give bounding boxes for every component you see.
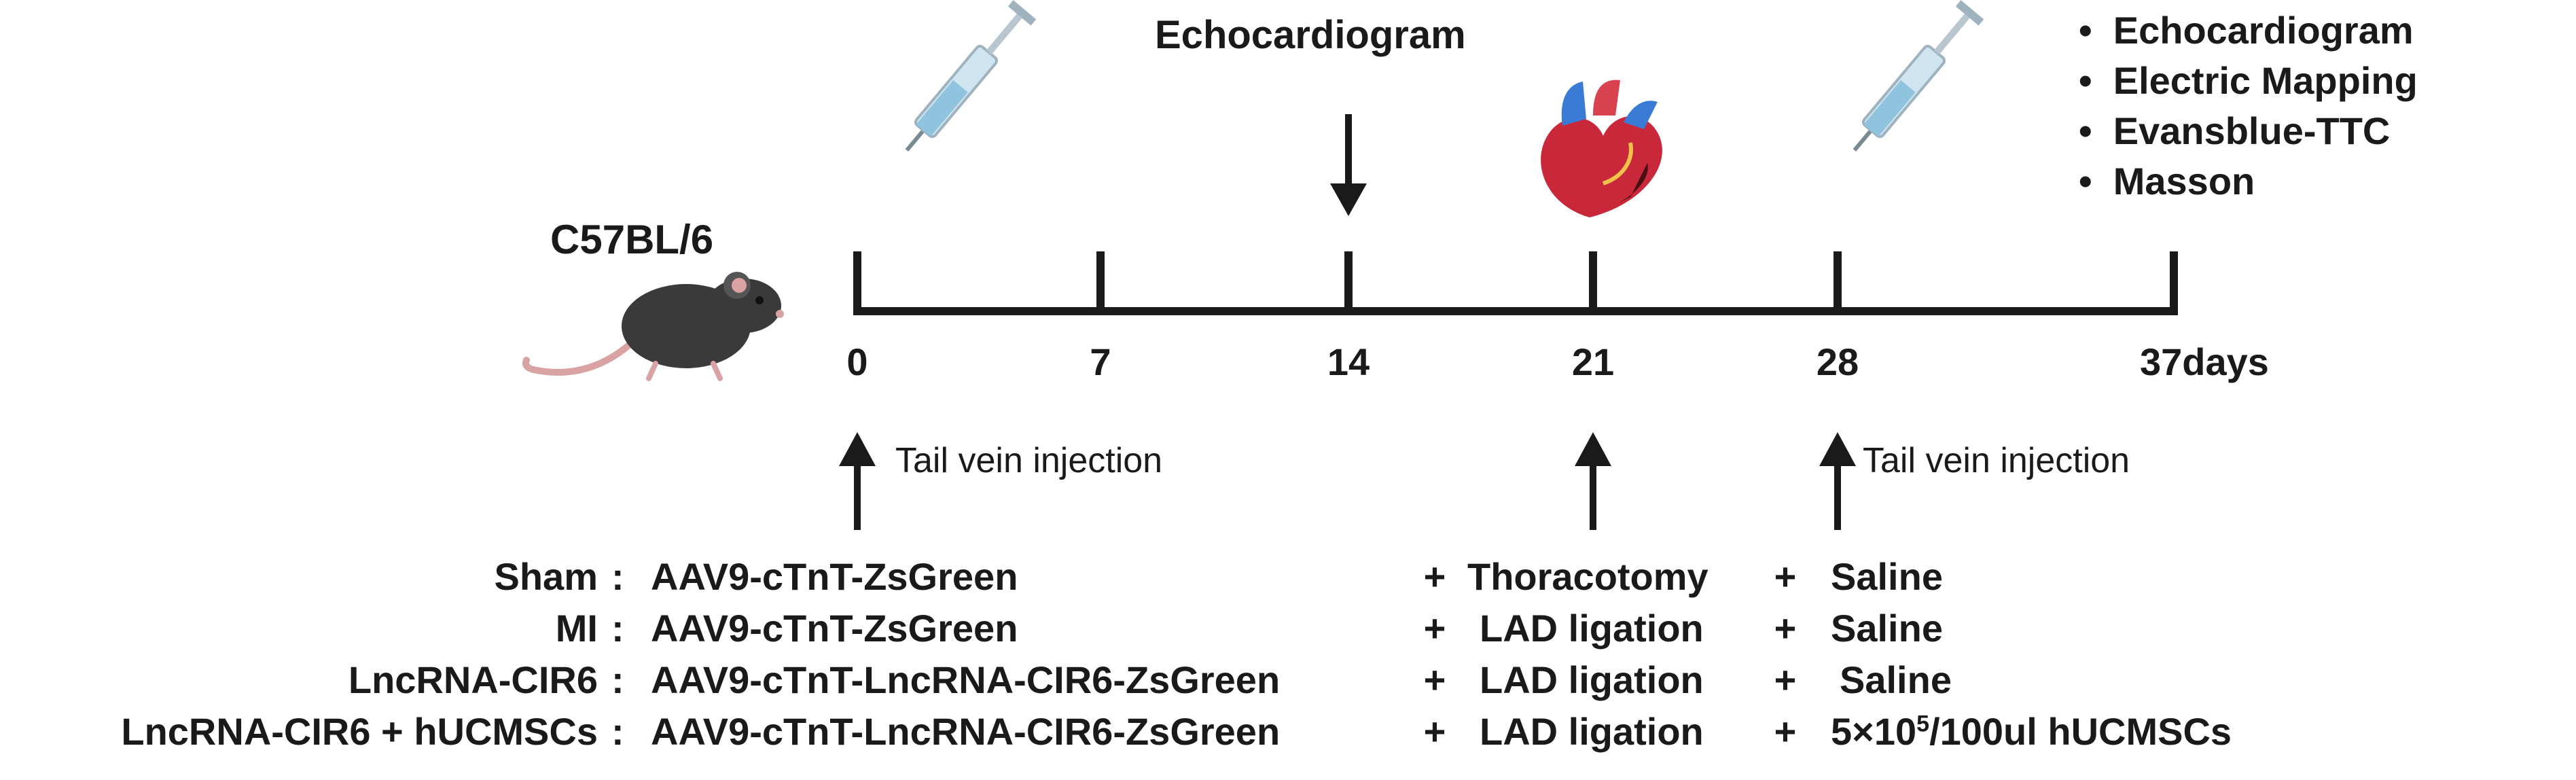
timeline-ticks	[853, 251, 2178, 315]
tick-label-21: 21	[1571, 340, 1615, 383]
group-aav: AAV9-cTnT-ZsGreen	[651, 555, 1018, 598]
plus-sign: +	[1774, 710, 1797, 753]
group-treatment: Saline	[1840, 658, 1952, 701]
injection-note-right: Tail vein injection	[1863, 441, 2130, 480]
plus-sign: +	[1423, 658, 1446, 701]
group-surgery: LAD ligation	[1480, 607, 1704, 650]
strain-label: C57BL/6	[550, 217, 714, 262]
plus-sign: +	[1774, 607, 1797, 650]
plus-sign: +	[1423, 607, 1446, 650]
group-colon: :	[611, 555, 624, 598]
down-arrow-icon	[1330, 114, 1367, 216]
group-name: Sham	[494, 555, 598, 598]
treatment-prefix: 5×10	[1831, 710, 1917, 753]
group-name: LncRNA-CIR6 + hUCMSCs	[121, 710, 598, 753]
bullet-icon: •	[2079, 59, 2113, 102]
tick-label-14: 14	[1327, 340, 1370, 383]
group-treatment: Saline	[1831, 607, 1943, 650]
bullet-icon: •	[2079, 160, 2113, 202]
mouse-icon	[522, 272, 784, 381]
bullet-icon: •	[2079, 109, 2113, 152]
bullet-icon: •	[2079, 9, 2113, 52]
plus-sign: +	[1423, 710, 1446, 753]
group-treatment: 5×105/100ul hUCMSCs	[1831, 709, 2232, 754]
group-aav: AAV9-cTnT-LncRNA-CIR6-ZsGreen	[651, 658, 1281, 701]
tick-label-7: 7	[1090, 340, 1111, 383]
group-name: LncRNA-CIR6	[348, 658, 598, 701]
tick-label-37days: 37days	[2140, 340, 2269, 383]
syringe-icon	[1853, 0, 1984, 152]
plus-sign: +	[1774, 658, 1797, 701]
group-surgery: LAD ligation	[1480, 710, 1704, 753]
group-aav: AAV9-cTnT-LncRNA-CIR6-ZsGreen	[651, 710, 1281, 753]
endpoint-item: • Evansblue-TTC	[2079, 109, 2391, 152]
endpoint-item: • Electric Mapping	[2079, 59, 2418, 102]
group-aav: AAV9-cTnT-ZsGreen	[651, 607, 1018, 650]
plus-sign: +	[1774, 555, 1797, 598]
group-colon: :	[611, 607, 624, 650]
plus-sign: +	[1423, 555, 1446, 598]
echocardiogram-label: Echocardiogram	[1155, 13, 1466, 57]
up-arrow-icon	[839, 432, 876, 530]
tick-label-28: 28	[1816, 340, 1859, 383]
injection-note-left: Tail vein injection	[895, 441, 1163, 480]
group-surgery: LAD ligation	[1480, 658, 1704, 701]
up-arrow-icon	[1575, 432, 1611, 530]
heart-icon	[1541, 79, 1662, 217]
endpoint-list: • Echocardiogram • Electric Mapping • Ev…	[2079, 8, 2418, 209]
group-colon: :	[611, 710, 624, 753]
treatment-suffix: /100ul hUCMSCs	[1929, 710, 2232, 753]
group-name: MI	[555, 607, 598, 650]
group-treatment: Saline	[1831, 555, 1943, 598]
group-surgery: Thoracotomy	[1467, 555, 1709, 598]
endpoint-item: • Masson	[2079, 160, 2255, 202]
tick-label-0: 0	[846, 340, 868, 383]
group-colon: :	[611, 658, 624, 701]
syringe-icon	[905, 0, 1037, 152]
endpoint-item: • Echocardiogram	[2079, 9, 2414, 52]
up-arrow-icon	[1819, 432, 1856, 530]
treatment-exponent: 5	[1916, 711, 1930, 737]
